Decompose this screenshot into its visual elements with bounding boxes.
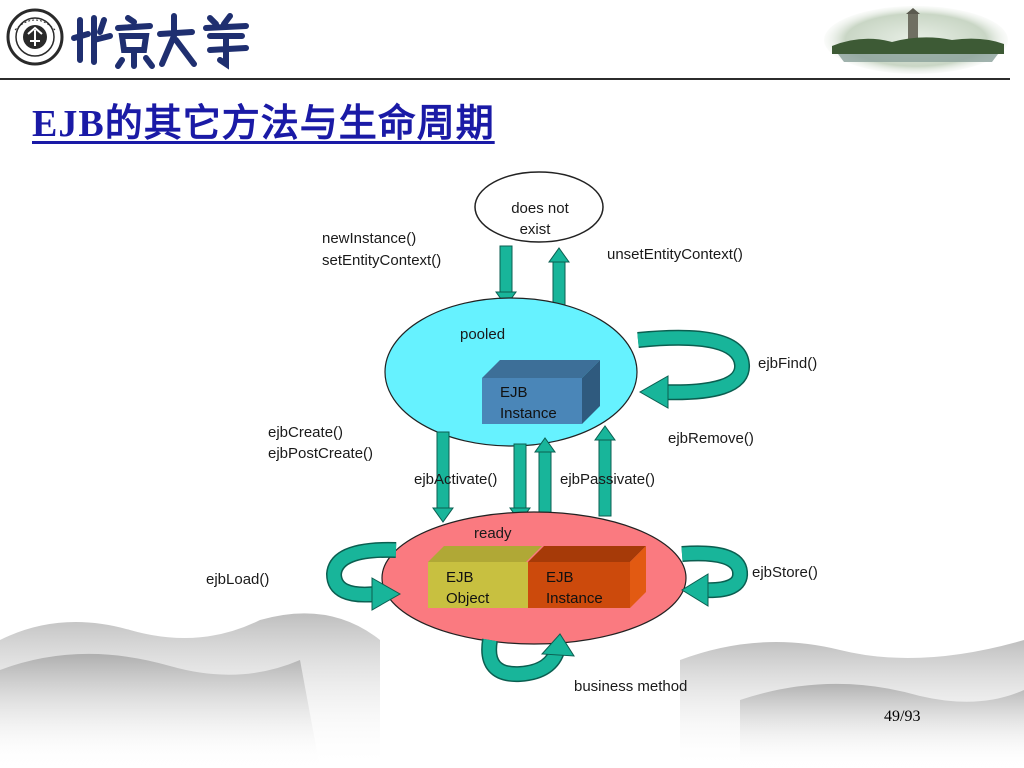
label-new-instance: newInstance() [322, 230, 416, 247]
pooled-ejb-instance-box: EJB Instance [482, 360, 600, 424]
label-ejb-find: ejbFind() [758, 355, 817, 372]
arrow-business-method-loop [481, 633, 575, 683]
label-ejb-create: ejbCreate() [268, 424, 343, 441]
label-ejb-load: ejbLoad() [206, 571, 269, 588]
label-set-entity-context: setEntityContext() [322, 252, 441, 269]
ready-label: ready [474, 525, 512, 542]
label-unset-entity-context: unsetEntityContext() [607, 246, 743, 263]
pooled-box-line1: EJB [500, 384, 528, 401]
state-pooled: pooled EJB Instance [384, 297, 638, 447]
label-business-method: business method [574, 678, 687, 695]
arrow-ejb-find-loop [637, 329, 750, 409]
peking-university-calligraphy-logo [71, 13, 249, 70]
campus-tower-lake-photo [824, 6, 1008, 74]
does-not-exist-line1: does not [511, 200, 569, 217]
label-ejb-remove: ejbRemove() [668, 430, 754, 447]
arrow-unset-context [548, 247, 570, 307]
arrow-ejb-remove [594, 425, 616, 517]
label-ejb-store: ejbStore() [752, 564, 818, 581]
ready-instance-line2: Instance [546, 590, 603, 607]
slide-title: EJB的其它方法与生命周期 [32, 103, 495, 145]
pooled-label: pooled [460, 326, 505, 343]
header [0, 0, 1024, 80]
arrow-ejb-passivate [534, 437, 556, 515]
peking-university-seal-icon [6, 8, 64, 66]
ready-ejb-instance-box: EJB Instance [528, 546, 646, 608]
label-ejb-post-create: ejbPostCreate() [268, 445, 373, 462]
arrow-ejb-load-loop [325, 541, 402, 611]
arrow-new-instance [495, 245, 517, 307]
page-number: 49/93 [884, 708, 921, 725]
state-does-not-exist: does not exist [474, 171, 604, 243]
misty-mountains-background [0, 613, 1024, 768]
arrow-ejb-activate [509, 443, 531, 523]
does-not-exist-line2: exist [520, 221, 552, 238]
label-ejb-activate: ejbActivate() [414, 471, 497, 488]
ready-object-line1: EJB [446, 569, 474, 586]
arrow-ejb-create [432, 431, 454, 523]
header-rule [0, 78, 1010, 80]
pooled-box-line2: Instance [500, 405, 557, 422]
label-ejb-passivate: ejbPassivate() [560, 471, 655, 488]
state-ready: ready EJB Object EJB Instance [381, 511, 687, 645]
ready-instance-line1: EJB [546, 569, 574, 586]
arrow-ejb-store-loop [681, 545, 748, 607]
ready-ejb-object-box: EJB Object [428, 546, 542, 608]
ready-object-line2: Object [446, 590, 490, 607]
